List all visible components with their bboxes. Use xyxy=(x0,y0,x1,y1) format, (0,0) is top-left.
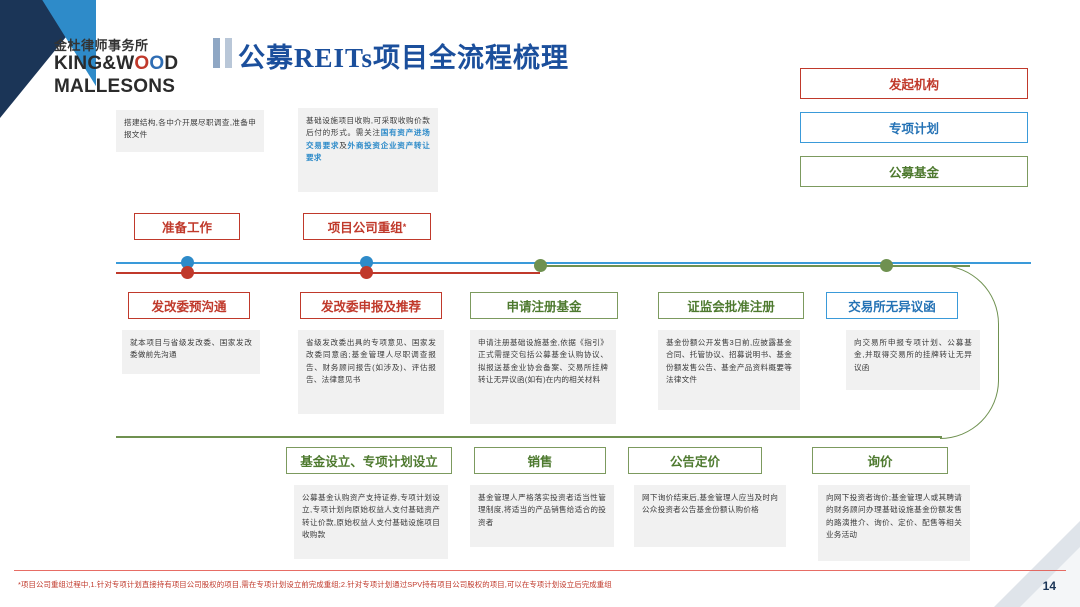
restructuring-note-plain1: 基础设施项目收购,可采取收购价款后付的形式。 xyxy=(306,116,430,138)
timeline-line-public-fund-bottom xyxy=(116,436,942,438)
desc-fund-and-plan-establishment: 公募基金认购资产支持证券,专项计划设立,专项计划向原始权益人支付基础资产转让价款… xyxy=(294,485,448,559)
stage-csrc-registration-approval-label[interactable]: 证监会批准注册 xyxy=(658,292,804,319)
logo-o-red-icon: O xyxy=(134,53,150,75)
stage-project-restructuring-label[interactable]: 项目公司重组* xyxy=(303,213,431,240)
firm-name-en-part1: KING&W xyxy=(54,53,135,75)
desc-price-announcement: 网下询价结束后,基金管理人应当及时向公众投资者公告基金份额认购价格 xyxy=(634,485,786,547)
firm-name-en-part2: D xyxy=(164,53,179,75)
firm-name-cn: 金杜律师事务所 xyxy=(54,38,149,53)
timeline-dot-blue-restructuring xyxy=(360,256,373,269)
timeline-dot-blue-preparation xyxy=(181,256,194,269)
desc-exchange-no-objection-letter: 向交易所申报专项计划、公募基金,并取得交易所的挂牌转让无异议函 xyxy=(846,330,980,390)
stage-project-restructuring-text: 项目公司重组 xyxy=(327,221,403,235)
title-accent-bars-icon xyxy=(213,38,232,68)
timeline-dot-red-restructuring xyxy=(360,266,373,279)
stage-ndrc-pre-communication-label[interactable]: 发改委预沟通 xyxy=(128,292,250,319)
preparation-note: 搭建结构,各中介开展尽职调查,准备申报文件 xyxy=(116,110,264,152)
logo-o-blue-icon: O xyxy=(149,53,165,75)
timeline-line-public-fund-top xyxy=(540,265,970,267)
stage-preparation-label[interactable]: 准备工作 xyxy=(134,213,240,240)
legend-item-public-fund[interactable]: 公募基金 xyxy=(800,156,1028,187)
stage-fund-registration-application-label[interactable]: 申请注册基金 xyxy=(470,292,618,319)
desc-book-building: 向网下投资者询价;基金管理人或其聘请的财务顾问办理基础设施基金份额发售的路演推介… xyxy=(818,485,970,561)
legend-item-abs-plan[interactable]: 专项计划 xyxy=(800,112,1028,143)
stage-sales-label[interactable]: 销售 xyxy=(474,447,606,474)
page-number: 14 xyxy=(1042,579,1056,593)
stage-exchange-no-objection-letter-label[interactable]: 交易所无异议函 xyxy=(826,292,958,319)
firm-logo: 金杜律师事务所 KING&WOOD MALLESONS xyxy=(54,38,204,98)
restructuring-note: 基础设施项目收购,可采取收购价款后付的形式。需关注国有资产进场交易要求及外商投资… xyxy=(298,108,438,192)
desc-ndrc-pre-communication: 就本项目与省级发改委、国家发改委做前先沟通 xyxy=(122,330,260,374)
firm-name-en-line1: KING&WOOD xyxy=(54,53,204,75)
timeline-dot-green-exchange xyxy=(880,259,893,272)
timeline-line-originator xyxy=(116,272,540,274)
timeline-dot-red-preparation xyxy=(181,266,194,279)
restructuring-note-highlight1: 国有资产进场交易要求 xyxy=(306,128,430,150)
stage-fund-and-plan-establishment-label[interactable]: 基金设立、专项计划设立 xyxy=(286,447,452,474)
footnote-text: *项目公司重组过程中,1.针对专项计划直接持有项目公司股权的项目,需在专项计划设… xyxy=(18,580,612,590)
desc-sales: 基金管理人严格落实投资者适当性管理制度,将适当的产品销售给适合的投资者 xyxy=(470,485,614,547)
stage-ndrc-filing-recommendation-label[interactable]: 发改委申报及推荐 xyxy=(300,292,442,319)
stage-price-announcement-label[interactable]: 公告定价 xyxy=(628,447,762,474)
timeline-dot-green-registration xyxy=(534,259,547,272)
stage-book-building-label[interactable]: 询价 xyxy=(812,447,948,474)
restructuring-note-plain2: 需关注 xyxy=(355,128,381,138)
footnote-marker: * xyxy=(402,221,407,232)
desc-ndrc-filing-recommendation: 省级发改委出具的专项意见、国家发改委同意函;基金管理人尽职调查报告、财务顾问报告… xyxy=(298,330,444,414)
legend: 发起机构 专项计划 公募基金 xyxy=(800,68,1028,200)
timeline-line-abs-plan xyxy=(116,262,1031,264)
firm-name-en-line2: MALLESONS xyxy=(54,75,176,97)
desc-csrc-registration-approval: 基金份额公开发售3日前,应披露基金合同、托管协议、招募说明书、基金份额发售公告、… xyxy=(658,330,800,410)
desc-fund-registration-application: 申请注册基础设施基金,依据《指引》正式需提交包括公募基金认购协议、拟报送基金业协… xyxy=(470,330,616,424)
restructuring-note-plain3: 及 xyxy=(339,140,348,150)
footer-divider xyxy=(14,570,1066,571)
restructuring-note-highlight2: 外商投资企业资产转让要求 xyxy=(306,140,431,162)
legend-item-originator[interactable]: 发起机构 xyxy=(800,68,1028,99)
page-title: 公募REITs项目全流程梳理 xyxy=(238,43,570,73)
